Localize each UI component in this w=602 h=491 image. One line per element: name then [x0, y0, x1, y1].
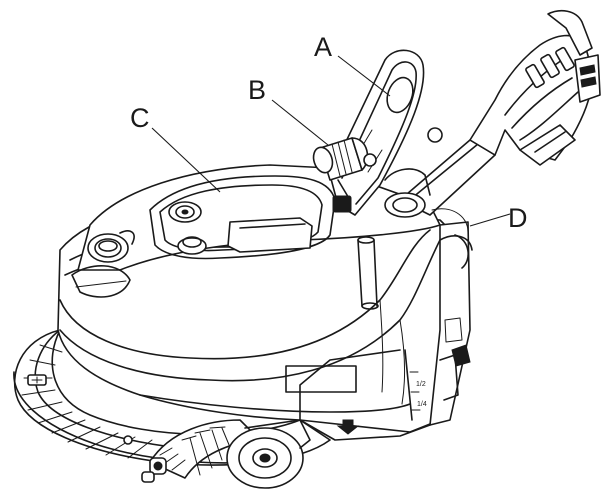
squeegee-assembly	[141, 419, 261, 483]
leader-c	[151, 127, 221, 193]
callout-b: B	[248, 75, 266, 105]
svg-text:1/2: 1/2	[416, 381, 426, 388]
callout-d: D	[508, 203, 528, 233]
rear-wheel	[226, 419, 311, 489]
tank-lid	[329, 49, 425, 216]
rear-panel	[429, 208, 473, 426]
main-body: 1/2 1/4	[57, 203, 456, 441]
leader-d	[469, 213, 511, 227]
leader-a	[337, 55, 391, 97]
svg-text:1/4: 1/4	[417, 401, 427, 408]
callout-c: C	[130, 103, 150, 133]
suction-cylinder	[312, 137, 377, 181]
level-tube	[357, 236, 379, 310]
leader-lines	[151, 55, 511, 227]
leader-b	[271, 99, 329, 146]
callout-a: A	[314, 32, 332, 62]
handle-assembly	[384, 9, 601, 218]
